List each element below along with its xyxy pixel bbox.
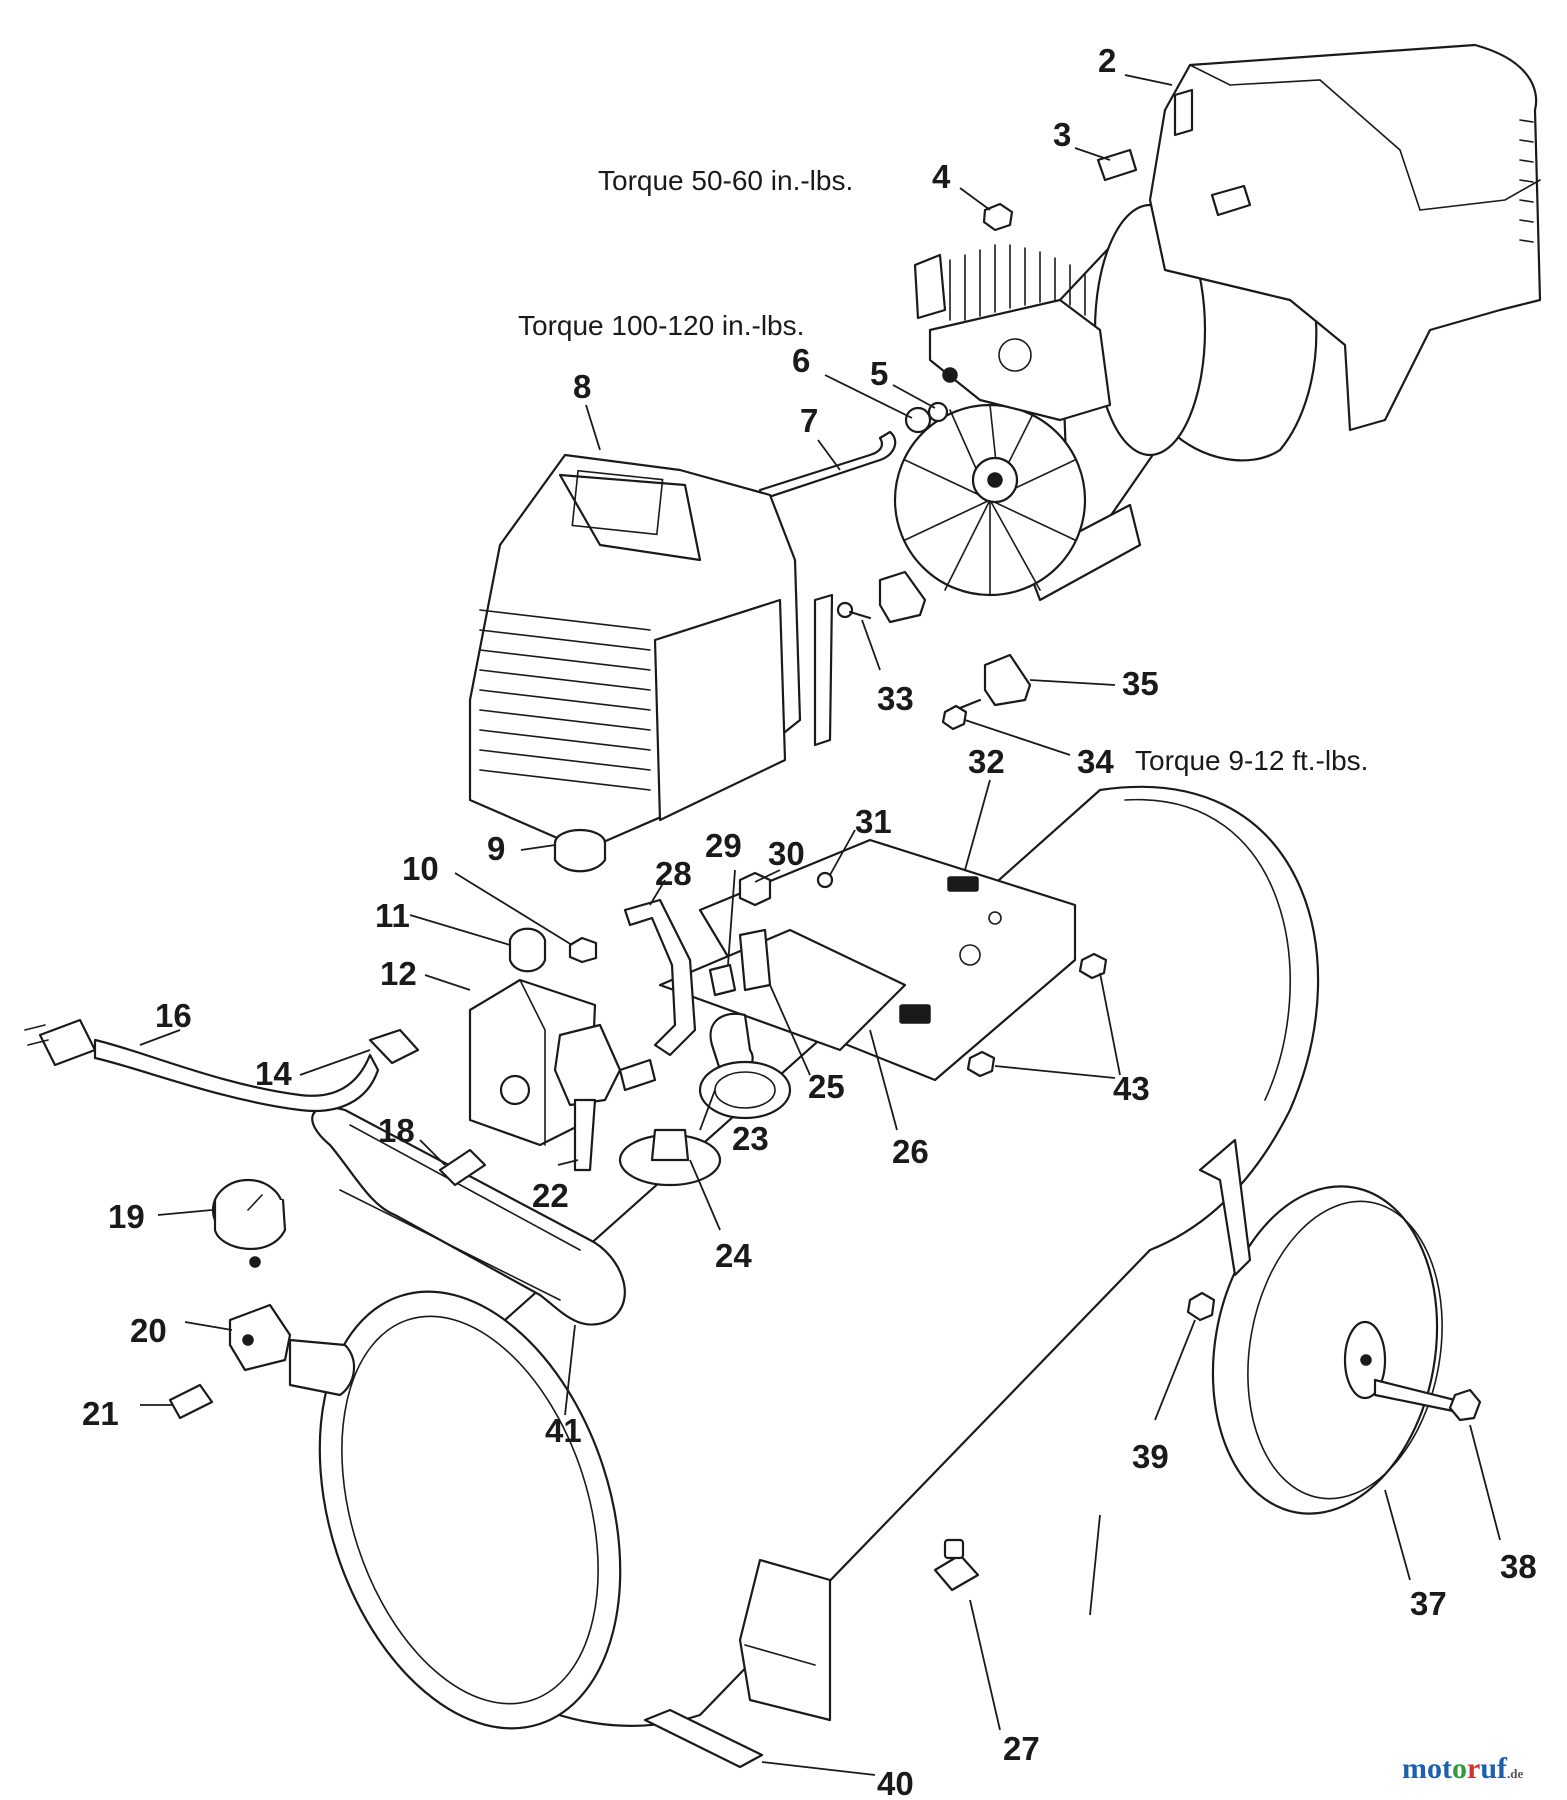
wheel <box>1211 1185 1443 1515</box>
callout-4: 4 <box>932 158 951 195</box>
callout-35: 35 <box>1122 665 1159 702</box>
watermark-logo: motoruf.de <box>1402 1752 1524 1785</box>
callout-19: 19 <box>108 1198 145 1235</box>
bracket-nut-39 <box>1186 1291 1216 1322</box>
outlet-tube-riser <box>813 593 834 747</box>
regulator <box>228 1303 356 1397</box>
elbow-part-29 <box>708 963 737 997</box>
strain-relief-part-11 <box>508 927 547 973</box>
axle-nut <box>1448 1388 1482 1422</box>
callout-18: 18 <box>378 1112 415 1149</box>
bolt-part-43-lower <box>966 1050 996 1078</box>
rubber-foot-upper <box>878 570 927 624</box>
pump-cover <box>468 453 802 852</box>
callout-39: 39 <box>1132 1438 1169 1475</box>
motor-shroud <box>1148 43 1542 432</box>
callout-numbers: 2 3 4 5 6 7 8 9 10 11 12 14 16 18 19 20 … <box>82 42 1537 1800</box>
callout-10: 10 <box>402 850 439 887</box>
fitting-part-6 <box>904 406 932 434</box>
callout-33: 33 <box>877 680 914 717</box>
callout-23: 23 <box>732 1120 769 1157</box>
fitting-part-10 <box>568 936 598 964</box>
callout-3: 3 <box>1053 116 1071 153</box>
callout-30: 30 <box>768 835 805 872</box>
foot-pad <box>933 1538 980 1592</box>
bolt-part-43-upper <box>1078 952 1108 980</box>
callout-6: 6 <box>792 342 810 379</box>
wire-bundle-part-14 <box>368 1028 420 1065</box>
fan <box>893 403 1087 597</box>
callout-2: 2 <box>1098 42 1116 79</box>
callout-7: 7 <box>800 402 818 439</box>
outlet-tube <box>758 430 897 502</box>
cylinder-head <box>913 244 1112 422</box>
callout-29: 29 <box>705 827 742 864</box>
mounting-plate <box>658 838 1077 1082</box>
nipple-part-18 <box>438 1148 487 1187</box>
callout-40: 40 <box>877 1765 914 1800</box>
callout-31: 31 <box>855 803 892 840</box>
callout-43: 43 <box>1113 1070 1150 1107</box>
manifold <box>553 1023 657 1172</box>
callout-27: 27 <box>1003 1730 1040 1767</box>
callout-11: 11 <box>375 897 410 934</box>
callout-32: 32 <box>968 743 1005 780</box>
torque-note-part-6: Torque 100-120 in.-lbs. <box>518 310 804 341</box>
motor-assembly <box>893 203 1318 602</box>
nut-part-30 <box>738 871 772 907</box>
callout-9: 9 <box>487 830 505 867</box>
callout-34: 34 <box>1077 743 1114 780</box>
torque-notes: Torque 50-60 in.-lbs. Torque 100-120 in.… <box>518 165 1368 776</box>
pressure-gauge <box>211 1178 287 1268</box>
callout-26: 26 <box>892 1133 929 1170</box>
air-tank <box>318 785 1320 1730</box>
callout-22: 22 <box>532 1177 569 1214</box>
callout-12: 12 <box>380 955 417 992</box>
callout-38: 38 <box>1500 1548 1537 1585</box>
wheel-bracket <box>1198 1138 1252 1277</box>
bolt-part-33 <box>836 601 872 620</box>
shroud-clip-2 <box>1210 184 1252 217</box>
callout-14: 14 <box>255 1055 292 1092</box>
callout-37: 37 <box>1410 1585 1447 1622</box>
callout-16: 16 <box>155 997 192 1034</box>
warning-label <box>643 1708 764 1769</box>
callout-21: 21 <box>82 1395 119 1432</box>
nut-part-4 <box>982 202 1014 232</box>
torque-note-part-4: Torque 50-60 in.-lbs. <box>598 165 853 196</box>
callout-41: 41 <box>545 1412 582 1449</box>
callout-24: 24 <box>715 1237 752 1274</box>
drain-valve-part-24 <box>618 1128 722 1187</box>
shroud-clip <box>1096 148 1138 182</box>
quick-coupler <box>168 1383 214 1420</box>
bolt-part-34 <box>941 698 982 731</box>
callout-28: 28 <box>655 855 692 892</box>
callout-8: 8 <box>573 368 591 405</box>
check-valve <box>698 928 792 1120</box>
leader-lines <box>139 74 1501 1776</box>
screw-part-31 <box>816 871 834 889</box>
tube-part-28 <box>623 898 697 1057</box>
plug-part-9 <box>553 828 607 873</box>
callout-5: 5 <box>870 355 888 392</box>
torque-note-part-34: Torque 9-12 ft.-lbs. <box>1135 745 1368 776</box>
power-cord <box>24 1018 380 1112</box>
rubber-foot-lower <box>983 653 1032 707</box>
pressure-switch <box>468 978 597 1147</box>
callout-25: 25 <box>808 1068 845 1105</box>
callout-20: 20 <box>130 1312 167 1349</box>
